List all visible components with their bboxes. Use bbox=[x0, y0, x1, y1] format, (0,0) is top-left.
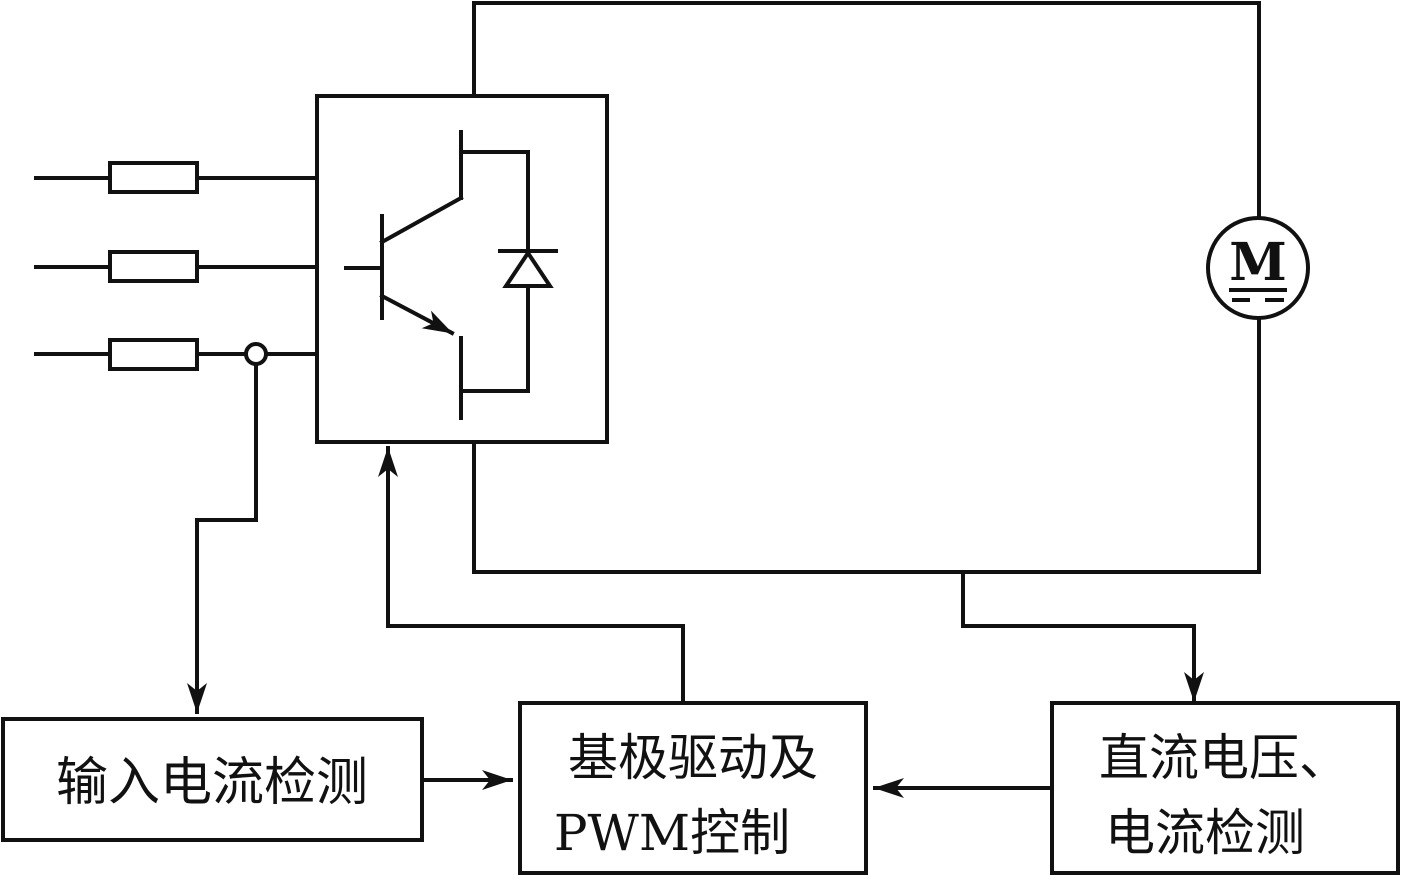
fuse-3 bbox=[108, 338, 199, 371]
diode-symbol bbox=[498, 249, 558, 288]
input-sense-wire bbox=[187, 362, 258, 714]
dc-voltage-label: 直流电压、 bbox=[1099, 729, 1349, 787]
pwm-control-label: PWM控制 bbox=[554, 804, 790, 862]
base-drive-label: 基极驱动及 bbox=[568, 729, 818, 787]
dc-voltage-current-detect-block bbox=[1050, 701, 1400, 875]
fuse-2 bbox=[108, 250, 199, 283]
input-current-detect-block bbox=[1, 717, 424, 842]
input-phase-lines bbox=[34, 161, 318, 371]
motor-label: M bbox=[1229, 232, 1287, 293]
input-current-detect-label: 输入电流检测 bbox=[56, 753, 368, 813]
current-sensor-node bbox=[244, 342, 268, 366]
dc-current-detect-label: 电流检测 bbox=[1105, 804, 1305, 862]
motor-symbol: M bbox=[1206, 216, 1310, 320]
pwm-drive-wire bbox=[378, 446, 685, 703]
fuse-1 bbox=[108, 161, 199, 194]
dc-sense-wire bbox=[961, 570, 1204, 703]
motor-circle bbox=[1206, 216, 1310, 320]
base-drive-pwm-block bbox=[518, 701, 868, 875]
motor-wire-top bbox=[472, 1, 1261, 219]
motor-wire-bottom bbox=[472, 317, 1261, 574]
